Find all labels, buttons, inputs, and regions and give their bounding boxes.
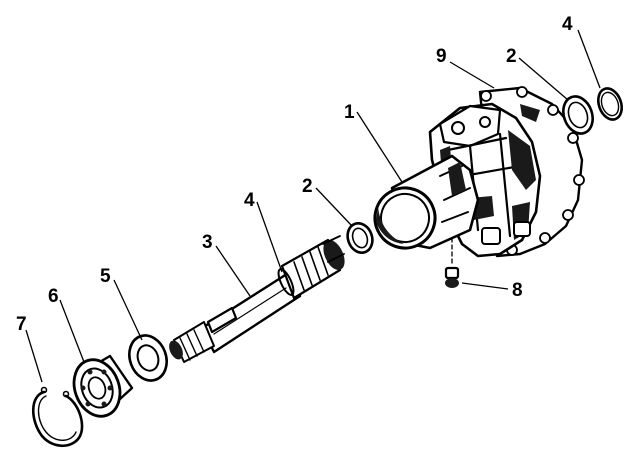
callout-2-upper: 2: [506, 46, 517, 67]
oil-seal: [128, 334, 168, 382]
thrust-washer-upper: [562, 95, 594, 135]
sleeve: [373, 154, 480, 250]
output-shaft: [169, 235, 345, 363]
callout-4-upper: 4: [562, 14, 573, 35]
callout-4-shaft: 4: [244, 190, 255, 211]
callout-2-middle: 2: [302, 176, 313, 197]
housing: [428, 86, 585, 258]
callout-9: 9: [436, 46, 447, 67]
callout-5: 5: [100, 266, 111, 287]
callout-6: 6: [48, 286, 59, 307]
snap-ring: [31, 386, 84, 448]
callout-7: 7: [16, 314, 27, 335]
callout-1: 1: [344, 102, 355, 123]
ball-bearing: [72, 354, 134, 418]
callout-labels: 1 2 2 3 4 4 5 6 7 8 9: [16, 14, 573, 335]
thrust-washer-middle: [346, 222, 374, 254]
callout-8: 8: [512, 280, 523, 301]
retaining-ring-right: [597, 87, 623, 121]
drain-plug: [444, 237, 460, 288]
callout-3: 3: [202, 232, 213, 253]
leader-lines: [25, 29, 601, 383]
